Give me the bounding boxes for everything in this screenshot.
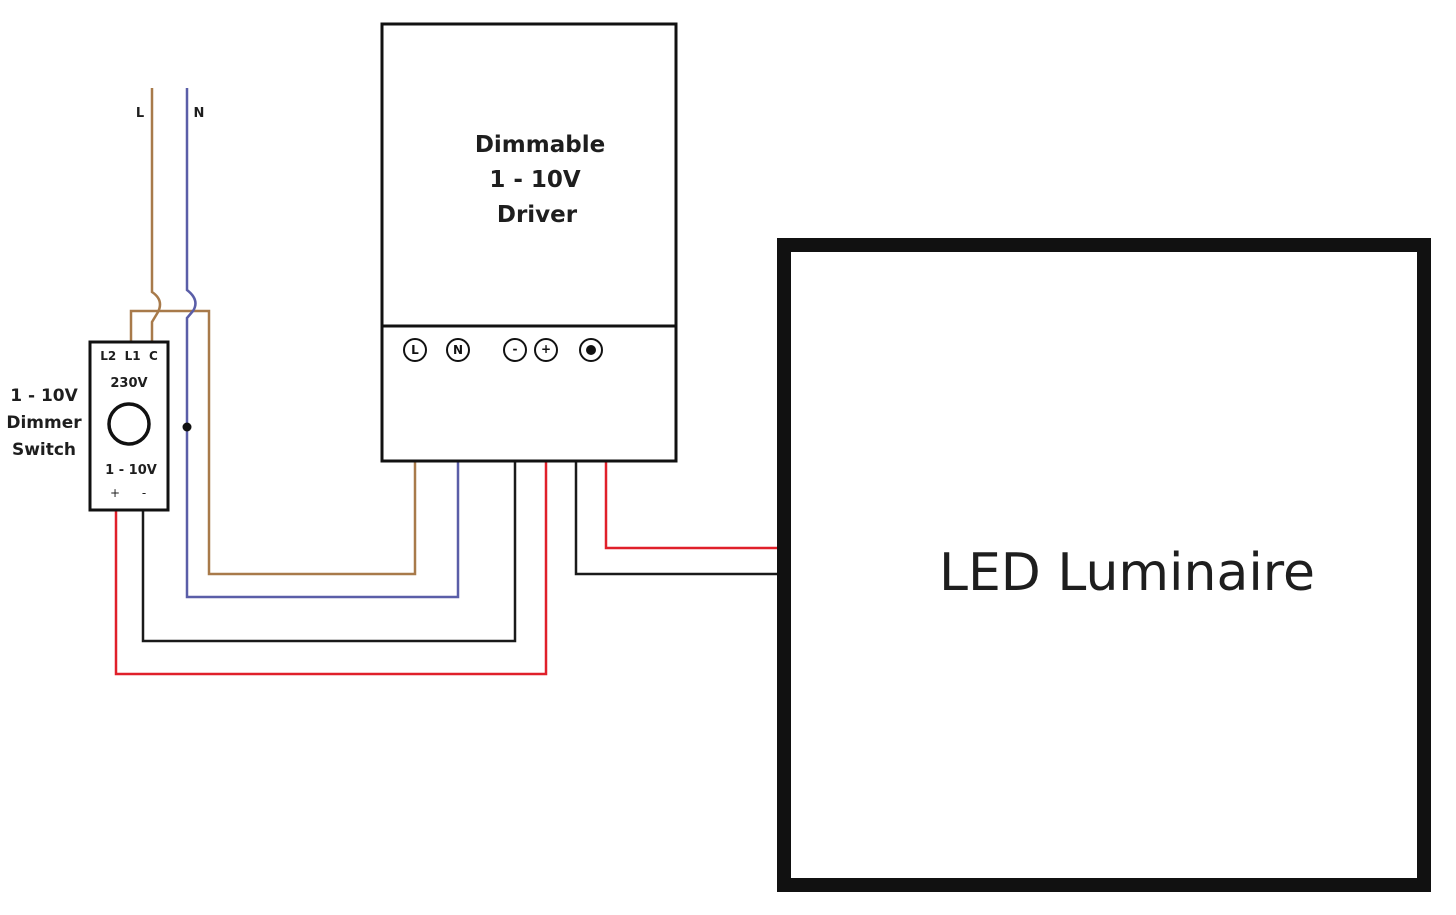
junction-dot bbox=[182, 422, 192, 432]
led-luminaire bbox=[777, 238, 1431, 892]
driver-title-2: 1 - 10V bbox=[489, 167, 581, 193]
dimmer-minus-label: - bbox=[142, 486, 146, 500]
dimmer-side-label-2: Dimmer bbox=[6, 413, 82, 433]
control-plus-wire bbox=[114, 362, 548, 676]
driver-terminal-plus-label: + bbox=[541, 342, 551, 356]
driver-body bbox=[380, 22, 678, 463]
driver-terminal-L bbox=[403, 338, 427, 362]
dimmer-control-label: 1 - 10V bbox=[105, 463, 157, 478]
driver-title-1: Dimmable bbox=[475, 132, 605, 158]
driver-terminal-L-label: L bbox=[411, 343, 419, 357]
live-label: L bbox=[136, 106, 144, 121]
driver-terminal-plus bbox=[534, 338, 558, 362]
driver-terminal-minus bbox=[503, 338, 527, 362]
dimmer-side-label-3: Switch bbox=[12, 440, 76, 460]
live-wire-dimmer-to-driver bbox=[129, 309, 417, 576]
dimmer-rating: 230V bbox=[110, 376, 147, 391]
neutral-wire bbox=[185, 88, 460, 599]
dimmer-knob[interactable] bbox=[107, 402, 151, 446]
driver-terminal-N-label: N bbox=[453, 343, 463, 357]
driver-terminal-output-dot bbox=[586, 345, 596, 355]
luminaire-label: LED Luminaire bbox=[939, 543, 1315, 603]
live-wire-supply bbox=[150, 88, 162, 342]
driver-terminal-N bbox=[446, 338, 470, 362]
dimmer-terminal-labels: L2 L1 C bbox=[100, 349, 158, 363]
control-minus-wire bbox=[141, 362, 517, 643]
driver-terminal-minus-label: - bbox=[513, 342, 518, 356]
neutral-label: N bbox=[194, 106, 205, 121]
dimmer-side-label-1: 1 - 10V bbox=[10, 386, 78, 406]
driver-title-3: Driver bbox=[497, 202, 578, 228]
dimmer-plus-label: + bbox=[110, 486, 120, 500]
